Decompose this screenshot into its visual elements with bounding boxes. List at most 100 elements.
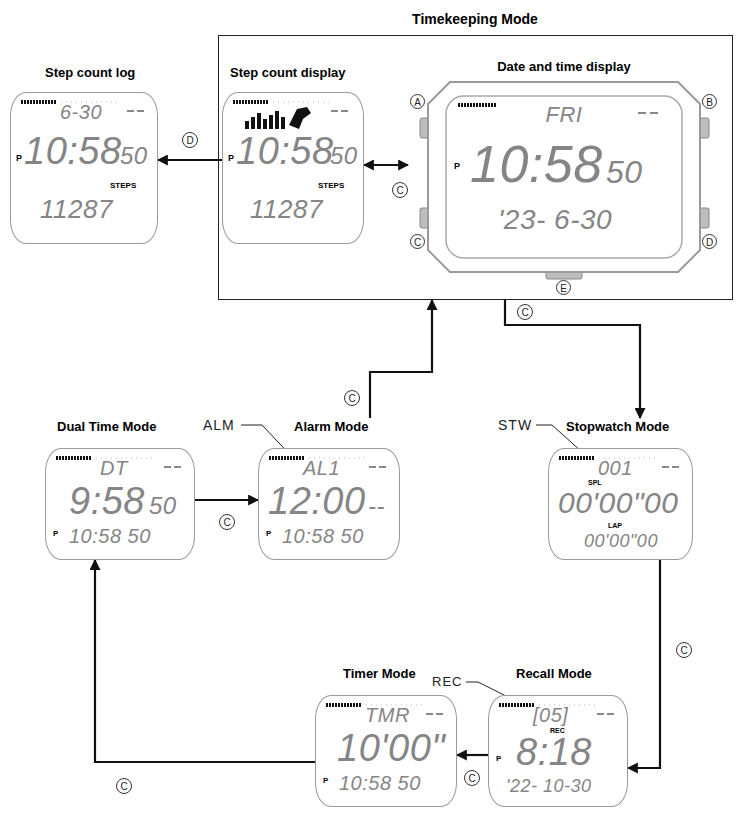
graph-bar — [281, 117, 285, 129]
segment-marks — [164, 463, 184, 473]
lcd-digits: 50 — [120, 144, 148, 168]
mode-heading: Timekeeping Mode — [412, 12, 538, 26]
lcd-frame — [446, 96, 682, 258]
lcd-digits: 12:00 — [268, 482, 366, 520]
lcd-indicator: STEPS — [318, 182, 344, 190]
lcd-indicator: P — [16, 154, 22, 163]
segment-mark — [607, 713, 614, 715]
segment-mark — [426, 713, 433, 715]
scale-dots — [273, 102, 331, 103]
segment-mark — [331, 110, 338, 112]
lcd-indicator: P — [323, 777, 328, 785]
segment-mark — [597, 713, 604, 715]
segment-mark — [672, 466, 679, 468]
battery-bar — [21, 100, 57, 104]
graph-bar — [257, 113, 261, 129]
mode-heading: Step count log — [45, 66, 135, 79]
lcd-digits: 50 — [149, 494, 177, 518]
button-label: C — [676, 642, 692, 658]
side-button — [700, 118, 709, 138]
button-letter: B — [702, 94, 717, 109]
lcd-digits: 10:58 — [236, 132, 334, 170]
segment-marks — [127, 107, 147, 117]
watch-display: Alarm ModeALMAL112:00--P10:58 50 — [258, 418, 400, 560]
button-label: C — [392, 182, 408, 198]
lcd-digits: 10:58 50 — [69, 526, 151, 546]
button-label: D — [182, 132, 198, 148]
graph-bar — [251, 117, 255, 129]
segment-mark — [638, 112, 646, 114]
graph-bar — [245, 121, 249, 129]
mode-arrow — [158, 159, 222, 161]
segment-mark — [662, 466, 669, 468]
button-letter: A — [410, 94, 425, 109]
button-label: C — [464, 770, 480, 786]
segment-mark — [436, 713, 443, 715]
button-label: C — [219, 514, 235, 530]
lcd-digits: '23- 6-30 — [498, 206, 612, 234]
button-letter: D — [702, 234, 717, 249]
mode-heading: Recall Mode — [516, 667, 592, 680]
mode-arrow — [628, 560, 660, 768]
mode-heading: Timer Mode — [343, 667, 416, 680]
lcd-digits: 11287 — [250, 196, 323, 222]
watch-display: Dual Time ModeDT9:5850P10:58 50 — [45, 418, 195, 560]
mode-arrow — [364, 164, 408, 166]
mode-heading: Date and time display — [497, 60, 631, 73]
segment-mark — [127, 110, 134, 112]
lcd-digits: 50 — [606, 156, 643, 188]
lcd-digits: '22- 10-30 — [506, 777, 592, 795]
lcd-digits: 10:58 — [470, 138, 603, 190]
lcd-digits: AL1 — [303, 458, 340, 478]
mode-arrow — [370, 300, 432, 418]
shoe-icon — [289, 107, 311, 129]
mode-arrow — [95, 560, 315, 762]
mode-arrow — [505, 300, 640, 418]
mode-heading: Dual Time Mode — [57, 420, 156, 433]
segment-mark — [369, 466, 376, 468]
step-graph-icon — [241, 105, 321, 133]
segment-mark — [164, 466, 171, 468]
button-letter: E — [556, 280, 571, 295]
lcd-indicator: P — [454, 162, 460, 171]
lcd-indicator: P — [266, 530, 271, 538]
watch-display: Date and time displayA B C D E FRI P 10:5850 '23… — [408, 58, 720, 298]
battery-bar — [233, 100, 269, 104]
bezel-outline — [428, 82, 700, 272]
mode-heading: Step count display — [230, 66, 346, 79]
lcd-digits: FRI — [546, 104, 583, 126]
watch-display: Recall ModeREC[05]REC8:18P'22- 10-30 — [488, 665, 628, 810]
lcd-indicator: SPL — [588, 479, 602, 486]
mode-panel: Timekeeping ModeStep count displayP 10:58… — [218, 8, 733, 300]
lcd-digits: [05] — [533, 705, 568, 725]
segment-mark — [174, 466, 181, 468]
watch-display: Step count log6-30P10:5850STEPS11287 — [10, 62, 158, 248]
button-letter: C — [410, 234, 425, 249]
callout-label: STW — [498, 418, 532, 432]
segment-marks — [597, 710, 617, 720]
lcd-digits: TMR — [365, 705, 410, 725]
lcd-digits: 50 — [330, 144, 358, 168]
lcd-digits: 11287 — [40, 196, 113, 222]
segment-marks — [426, 710, 446, 720]
battery-bar — [269, 456, 305, 460]
side-button — [700, 208, 709, 228]
lcd-digits: 00'00"00 — [584, 532, 658, 550]
lcd-indicator: LAP — [608, 522, 622, 529]
button-label: C — [517, 304, 533, 320]
lcd-digits: -- — [368, 494, 385, 518]
mode-arrow — [195, 499, 258, 501]
mode-heading: Stopwatch Mode — [566, 420, 669, 433]
status-bar — [231, 97, 361, 109]
segment-mark — [341, 110, 348, 112]
lcd-digits: 6-30 — [60, 102, 102, 122]
lcd-digits: 9:58 — [69, 482, 145, 520]
lcd-digits: 8:18 — [516, 733, 592, 771]
mode-heading: Alarm Mode — [294, 420, 368, 433]
callout-label: ALM — [203, 418, 235, 432]
lcd-digits: DT — [100, 458, 128, 478]
battery-bar — [326, 703, 362, 707]
lcd-digits: 10:58 — [24, 132, 122, 170]
lcd-digits: 10:58 50 — [282, 526, 364, 546]
